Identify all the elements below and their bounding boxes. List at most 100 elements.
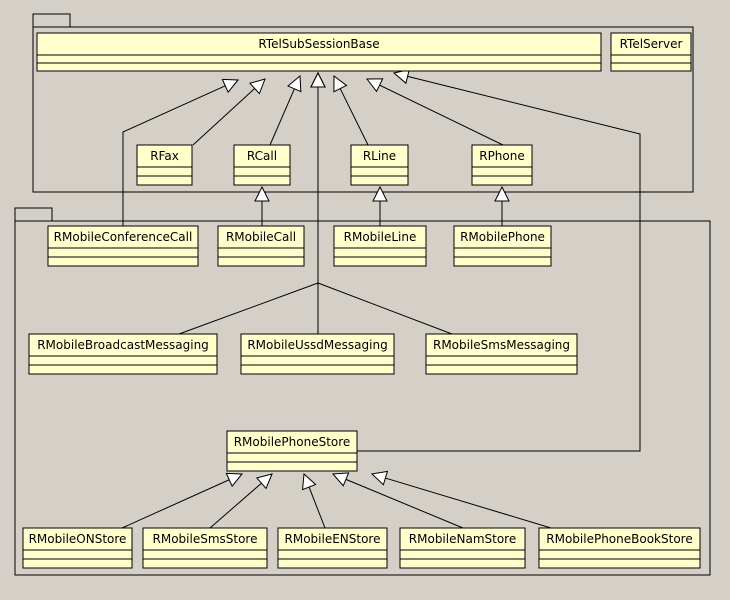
class-box	[425, 333, 578, 375]
generalization-line	[122, 85, 226, 226]
generalization-arrowhead	[254, 185, 270, 202]
class-rtelserver[interactable]: RTelServer	[610, 32, 692, 72]
generalization-arrowhead	[392, 68, 410, 85]
class-rmobilephone[interactable]: RMobilePhone	[453, 225, 552, 267]
generalization-arrowhead	[255, 473, 273, 490]
class-box	[36, 32, 602, 72]
class-name: RCall	[247, 149, 277, 163]
class-name: RPhone	[479, 149, 525, 163]
packages-layer	[14, 13, 711, 576]
class-rmobileenstore[interactable]: RMobileENStore	[277, 527, 388, 569]
class-name: RMobileNamStore	[409, 532, 516, 546]
generalization-line	[269, 88, 295, 146]
generalization-rmobileenstore-to-rmobilephonestore	[301, 472, 326, 529]
generalization-arrowhead	[310, 71, 326, 88]
generalization-rphone-to-rtelsubsessionbase	[365, 78, 504, 146]
generalization-line	[121, 479, 230, 529]
generalization-rfax-to-rtelsubsessionbase	[192, 78, 266, 146]
generalization-line	[345, 478, 464, 529]
class-name: RMobileUssdMessaging	[247, 338, 387, 352]
class-box	[277, 527, 388, 569]
generalization-line	[379, 84, 504, 146]
package-body	[14, 220, 711, 576]
class-name: RTelSubSessionBase	[258, 37, 379, 51]
class-box	[333, 225, 427, 267]
generalization-line	[339, 88, 369, 146]
edges-layer	[121, 68, 641, 529]
generalization-rmobileline-to-rline	[372, 185, 388, 226]
class-rcall[interactable]: RCall	[233, 144, 291, 186]
class-name: RMobileONStore	[29, 532, 127, 546]
class-box	[350, 144, 409, 186]
generalization-rmobilebroadcastmessaging-to-rtelsubsessionbase	[178, 71, 326, 335]
class-rmobileline[interactable]: RMobileLine	[333, 225, 427, 267]
class-rline[interactable]: RLine	[350, 144, 409, 186]
class-name: RTelServer	[620, 37, 683, 51]
generalization-arrowhead	[301, 472, 317, 491]
generalization-arrowhead	[331, 472, 350, 487]
class-name: RMobileENStore	[285, 532, 381, 546]
class-box	[136, 144, 193, 186]
generalization-line	[317, 87, 453, 335]
generalization-rmobilesmsmessaging-to-rtelsubsessionbase	[310, 71, 453, 335]
class-rphone[interactable]: RPhone	[471, 144, 533, 186]
class-rfax[interactable]: RFax	[136, 144, 193, 186]
generalization-line	[308, 486, 326, 529]
class-rmobilephonestore[interactable]: RMobilePhoneStore	[226, 430, 358, 472]
generalization-arrowhead	[287, 74, 302, 93]
class-box	[28, 333, 218, 375]
class-box	[538, 527, 701, 569]
class-name: RMobilePhoneStore	[234, 435, 351, 449]
generalization-arrowhead	[494, 185, 510, 202]
class-name: RMobileBroadcastMessaging	[37, 338, 209, 352]
package-top	[32, 13, 694, 193]
generalization-arrowhead	[225, 472, 244, 488]
class-name: RMobileCall	[226, 230, 296, 244]
generalization-arrowhead	[221, 78, 240, 94]
class-rmobilesmsstore[interactable]: RMobileSmsStore	[142, 527, 268, 569]
generalization-line	[385, 477, 552, 529]
class-name: RMobileLine	[344, 230, 417, 244]
package-tab	[32, 13, 71, 28]
package-bottom	[14, 207, 711, 576]
generalization-rline-to-rtelsubsessionbase	[333, 74, 369, 146]
class-rmobileconferencecall[interactable]: RMobileConferenceCall	[47, 225, 199, 267]
generalization-rmobilesmsstore-to-rmobilephonestore	[209, 473, 273, 529]
generalization-line	[209, 482, 262, 529]
class-box	[142, 527, 268, 569]
class-rmobilenamstore[interactable]: RMobileNamStore	[399, 527, 526, 569]
generalization-line	[357, 75, 641, 452]
class-name: RMobilePhone	[460, 230, 545, 244]
class-rmobilecall[interactable]: RMobileCall	[217, 225, 305, 267]
class-box	[226, 430, 358, 472]
class-box	[47, 225, 199, 267]
class-rmobileussdmessaging[interactable]: RMobileUssdMessaging	[240, 333, 395, 375]
generalization-arrowhead	[333, 74, 348, 93]
class-name: RMobileSmsMessaging	[433, 338, 570, 352]
generalization-rcall-to-rtelsubsessionbase	[269, 74, 302, 146]
package-tab	[14, 207, 53, 222]
generalization-rmobilephonebookstore-to-rmobilephonestore	[370, 470, 552, 529]
class-box	[22, 527, 133, 569]
class-rtelsubsessionbase[interactable]: RTelSubSessionBase	[36, 32, 602, 72]
generalization-rmobileonstore-to-rmobilephonestore	[121, 472, 244, 529]
class-name: RFax	[150, 149, 179, 163]
class-box	[233, 144, 291, 186]
generalization-line	[178, 87, 319, 335]
class-name: RMobileConferenceCall	[54, 230, 193, 244]
class-rmobileonstore[interactable]: RMobileONStore	[22, 527, 133, 569]
class-rmobilesmsmessaging[interactable]: RMobileSmsMessaging	[425, 333, 578, 375]
class-name: RMobileSmsStore	[153, 532, 258, 546]
class-name: RMobilePhoneBookStore	[546, 532, 692, 546]
class-box	[217, 225, 305, 267]
generalization-arrowhead	[372, 185, 388, 202]
class-box	[399, 527, 526, 569]
generalization-line	[192, 88, 256, 146]
class-rmobilebroadcastmessaging[interactable]: RMobileBroadcastMessaging	[28, 333, 218, 375]
class-box	[240, 333, 395, 375]
generalization-arrowhead	[365, 78, 384, 93]
class-rmobilephonebookstore[interactable]: RMobilePhoneBookStore	[538, 527, 701, 569]
